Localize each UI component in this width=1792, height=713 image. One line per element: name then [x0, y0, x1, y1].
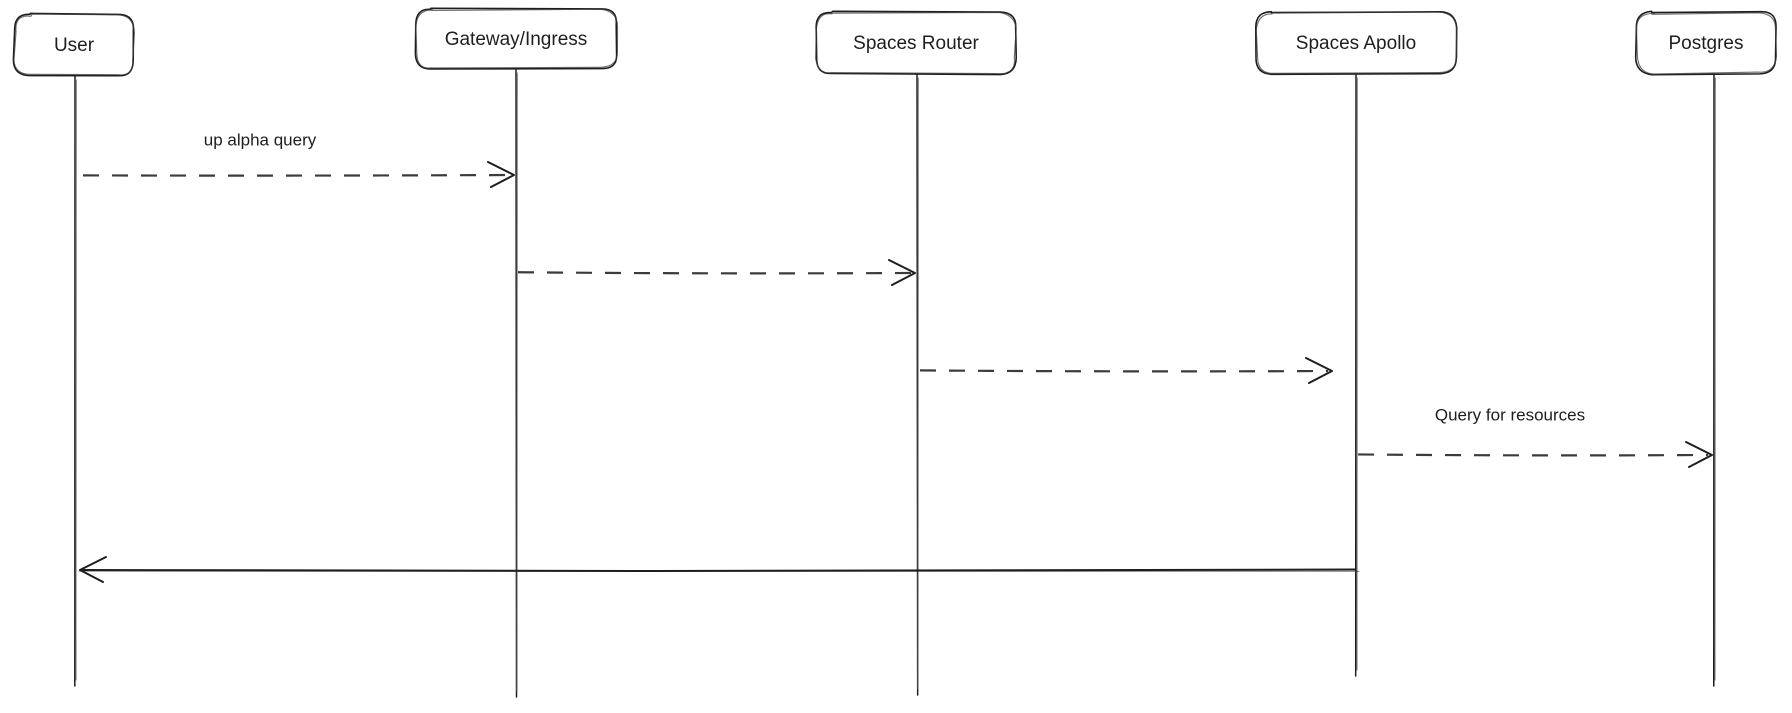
participant-label-spaces-apollo: Spaces Apollo [1296, 33, 1416, 54]
arrowhead-msg-5 [79, 556, 107, 583]
lifeline-spaces-router [916, 73, 920, 696]
message-msg-1[interactable]: up alpha query [82, 130, 515, 188]
message-msg-4[interactable]: Query for resources [1357, 405, 1713, 468]
arrowhead-msg-2 [888, 259, 916, 286]
arrowhead-msg-4 [1685, 441, 1713, 468]
arrowhead-msg-1 [487, 161, 515, 188]
participant-user[interactable]: User [12, 12, 135, 77]
message-label-msg-4: Query for resources [1435, 405, 1585, 424]
participant-label-spaces-router: Spaces Router [853, 33, 979, 54]
participant-label-postgres: Postgres [1669, 33, 1744, 54]
message-msg-2[interactable] [517, 259, 916, 286]
participants-layer: User Gateway/Ingress Spaces Router Spaces A… [12, 7, 1778, 77]
participant-label-gateway: Gateway/Ingress [445, 29, 588, 50]
lifeline-spaces-apollo [1354, 73, 1359, 677]
lifelines-layer [74, 68, 1716, 698]
lifeline-user [74, 75, 77, 687]
lifeline-postgres [1713, 73, 1716, 687]
participant-label-user: User [54, 35, 95, 56]
participant-postgres[interactable]: Postgres [1634, 10, 1778, 76]
arrowhead-msg-3 [1305, 357, 1333, 384]
participant-spaces-apollo[interactable]: Spaces Apollo [1255, 11, 1458, 76]
message-msg-5[interactable] [78, 556, 1360, 583]
participant-spaces-router[interactable]: Spaces Router [815, 10, 1018, 76]
lifeline-gateway [515, 68, 519, 698]
message-label-msg-1: up alpha query [204, 130, 317, 149]
participant-gateway[interactable]: Gateway/Ingress [414, 7, 619, 70]
message-msg-3[interactable] [919, 357, 1333, 384]
